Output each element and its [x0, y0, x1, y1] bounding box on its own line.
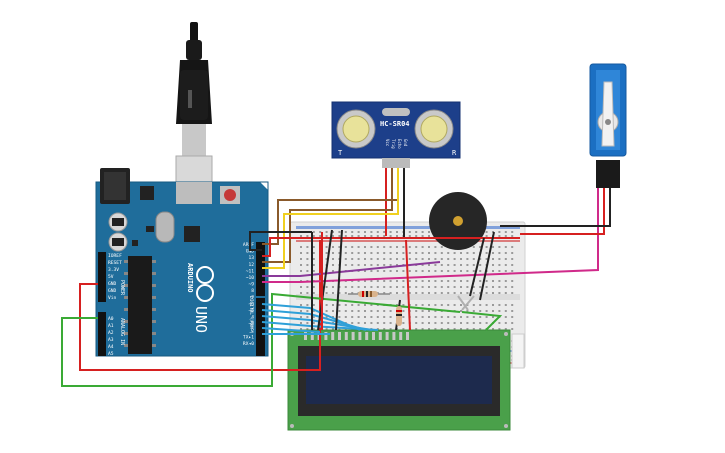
lcd-pin	[372, 332, 375, 340]
pin-label: ~6	[248, 301, 254, 307]
pin-label: 3.3V	[108, 267, 119, 273]
sensor-r-label: R	[452, 149, 457, 157]
pin-label: 4	[251, 315, 254, 321]
arduino-logo	[196, 266, 214, 302]
pin-label: GND	[246, 249, 255, 255]
usb-cable-icon[interactable]	[175, 22, 213, 203]
pin-label: 2	[251, 328, 254, 334]
lcd-pin	[338, 332, 341, 340]
servo-motor-icon[interactable]	[589, 63, 627, 188]
pin-label: IOREF	[108, 253, 122, 259]
potentiometer-icon	[396, 295, 475, 326]
pin-label: GND	[108, 281, 117, 287]
buzzer-icon[interactable]	[429, 192, 487, 250]
digital-title: DIGITAL (PWM~)	[248, 296, 254, 334]
sensor-model-label: HC-SR04	[380, 120, 410, 128]
sensor-pin-label: Vcc	[385, 139, 390, 147]
lcd-pin	[324, 332, 328, 340]
pin-label: 8	[251, 288, 254, 294]
pin-label: A5	[108, 351, 114, 357]
lcd-pin	[310, 332, 314, 340]
power-title: POWER	[119, 280, 125, 296]
pin-label: A2	[108, 330, 114, 336]
pin-label: ~3	[248, 321, 254, 327]
lcd-pin	[344, 332, 348, 340]
pin-label: 7	[251, 295, 254, 301]
arduino-model-label: UNO	[192, 306, 210, 333]
lcd-pin	[392, 332, 396, 340]
pin-label: 5V	[108, 274, 114, 280]
lcd-pin	[385, 332, 389, 340]
pin-label: RX◂0	[243, 341, 254, 347]
pin-label: 12	[248, 262, 254, 268]
lcd-pin	[365, 332, 369, 340]
pin-label: 13	[248, 255, 254, 261]
pin-label: A1	[108, 323, 114, 329]
pin-label: A0	[108, 316, 114, 322]
pin-label: TX▸1	[243, 334, 254, 340]
sensor-t-label: T	[338, 149, 343, 157]
analog-title: ANALOG IN	[119, 318, 125, 345]
lcd-pin	[358, 332, 362, 340]
lcd-display-icon[interactable]	[287, 329, 511, 431]
lcd-pin	[351, 332, 355, 340]
lcd-pin	[331, 332, 335, 340]
resistor-icon	[348, 291, 390, 297]
lcd-pin	[304, 332, 307, 340]
pin-label: Vin	[108, 295, 117, 301]
wires	[61, 168, 611, 387]
pin-label: A3	[108, 337, 114, 343]
lcd-pin	[406, 332, 409, 340]
lcd-pin	[378, 332, 382, 340]
pin-label: GND	[108, 288, 117, 294]
pin-label: ~9	[248, 282, 254, 288]
pin-label: A4	[108, 344, 114, 350]
pin-label: ~5	[248, 308, 254, 314]
arduino-brand-label: ARDUINO	[186, 263, 194, 293]
sensor-pin-label: Gnd	[403, 139, 408, 147]
pin-label: AREF	[243, 242, 254, 248]
lcd-pin	[399, 332, 403, 340]
pin-label: RESET	[108, 260, 122, 266]
sensor-pin-label: Echo	[397, 139, 402, 149]
pin-label: ~11	[246, 268, 255, 274]
pin-label: ~10	[246, 275, 255, 281]
sensor-pin-label: Trig	[391, 139, 396, 149]
